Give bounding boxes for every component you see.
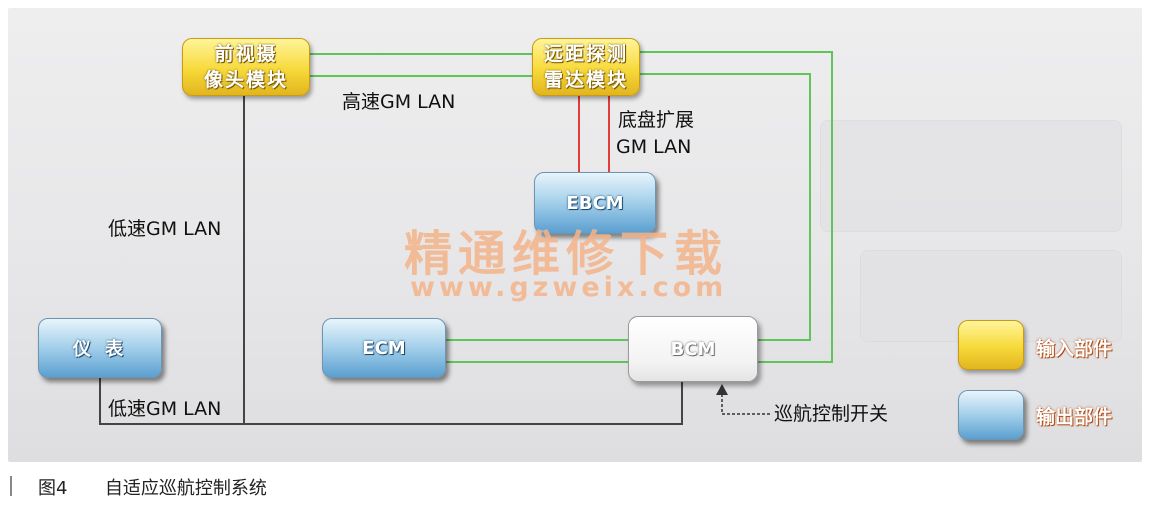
figure-number: 图4 <box>38 478 68 499</box>
ls-wire-instrument-bcm <box>99 378 683 425</box>
chassis-lan-label-line1: 底盘扩展 <box>618 109 695 131</box>
ebcm-module: EBCM <box>534 172 656 234</box>
high-speed-lan-label: 高速GM LAN <box>342 91 456 113</box>
radar-module: 远距探测 雷达模块 <box>532 38 640 96</box>
watermark-text: 精通维修下载 <box>404 226 729 282</box>
figure-caption: 图4 自适应巡航控制系统 <box>38 474 267 500</box>
figure-title: 自适应巡航控制系统 <box>104 478 267 499</box>
legend-output-swatch <box>958 390 1024 440</box>
radar-label-line1: 远距探测 <box>543 43 628 65</box>
low-speed-lan-wires <box>99 96 683 425</box>
caption-marker <box>10 476 12 496</box>
legend-output-label: 输出部件 <box>1036 406 1113 428</box>
cruise-switch-arrow <box>721 392 770 415</box>
radar-label-line2: 雷达模块 <box>543 69 628 91</box>
cruise-switch-label: 巡航控制开关 <box>774 403 889 425</box>
low-speed-lan-label-bottom: 低速GM LAN <box>108 398 222 420</box>
instrument-module: 仪 表 <box>38 318 162 378</box>
hs-wire-radar-bcm-inner <box>640 73 811 341</box>
low-speed-lan-label-left: 低速GM LAN <box>108 218 222 240</box>
chassis-lan-wires <box>578 96 610 172</box>
front-camera-label-line2: 像头模块 <box>203 69 288 91</box>
chassis-lan-label-line2: GM LAN <box>616 136 692 158</box>
legend-input-label: 输入部件 <box>1036 338 1113 360</box>
cruise-switch-arrowhead <box>716 384 728 395</box>
front-camera-module: 前视摄 像头模块 <box>182 38 310 96</box>
bcm-module: BCM <box>628 316 758 382</box>
ecm-module: ECM <box>322 318 446 378</box>
background-ghost-shape <box>820 120 1122 232</box>
front-camera-label-line1: 前视摄 <box>214 43 278 65</box>
hs-wire-radar-bcm-outer <box>640 51 833 363</box>
watermark-url: www.gzweix.com <box>410 272 728 303</box>
high-speed-lan-wires <box>310 51 833 363</box>
legend-input-swatch <box>958 320 1024 370</box>
